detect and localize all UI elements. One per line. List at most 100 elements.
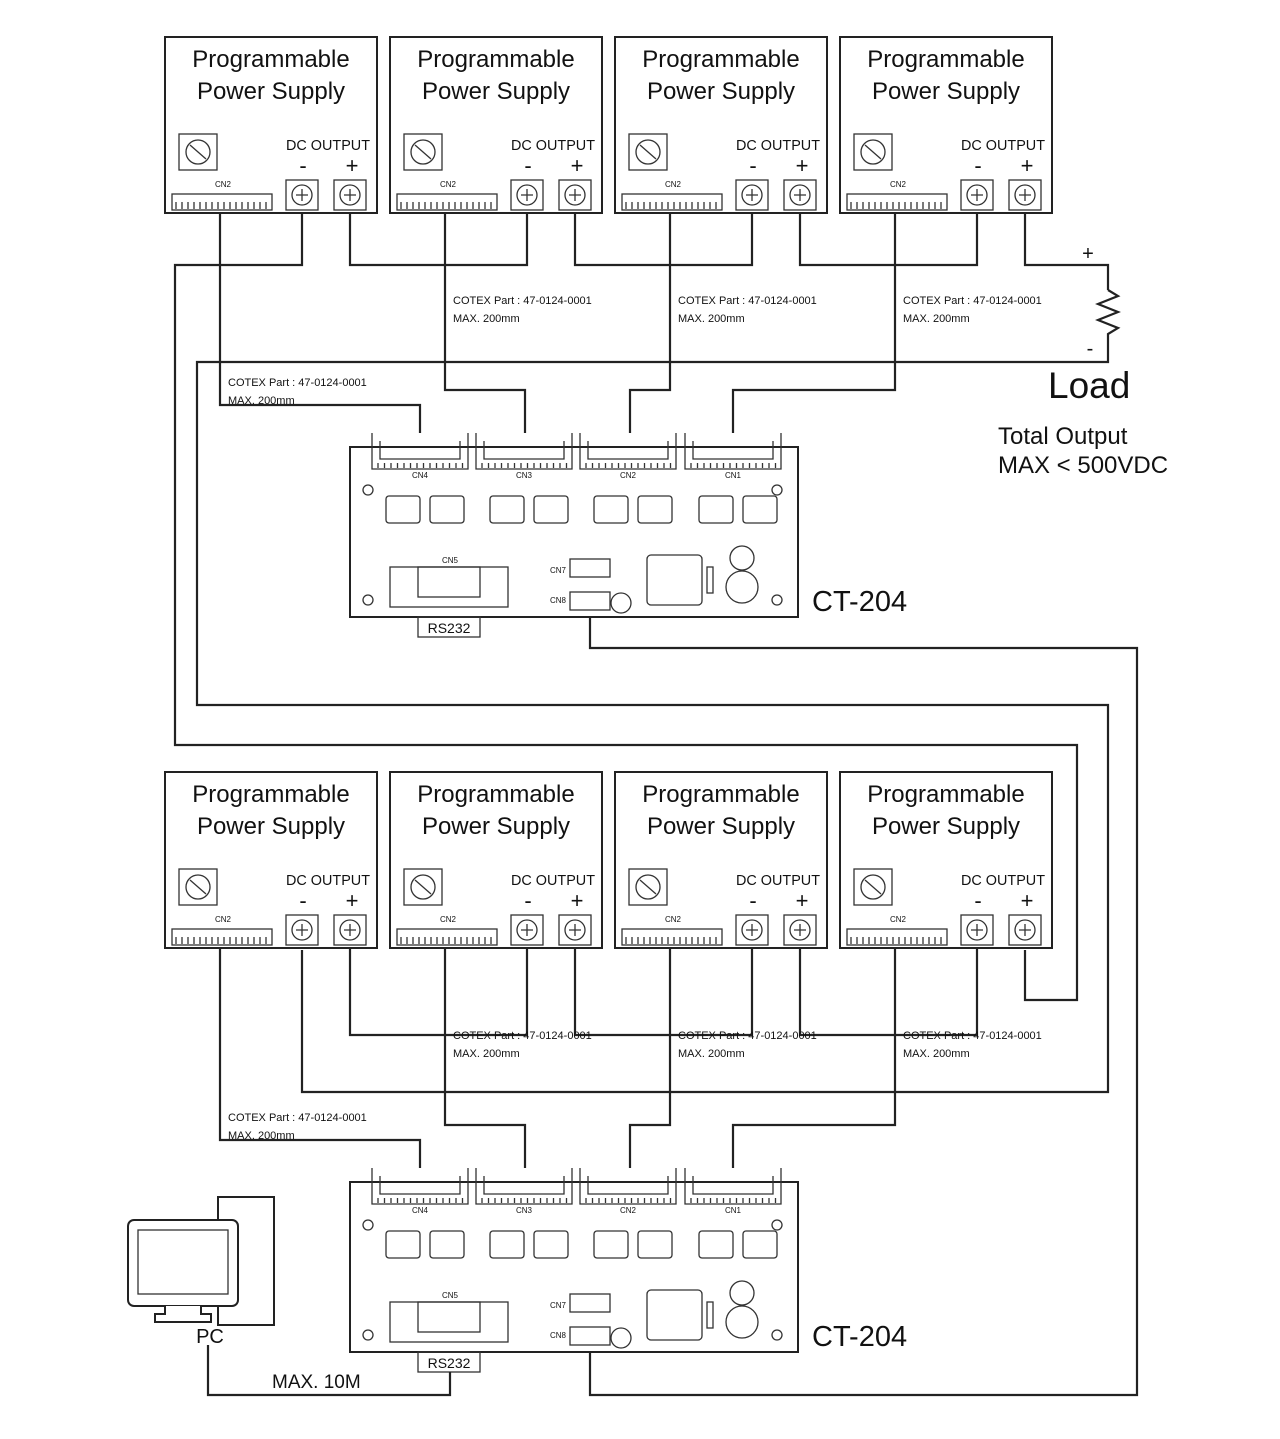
knob-icon bbox=[639, 879, 657, 895]
transformer-icon bbox=[646, 1289, 703, 1341]
power-supply-title: Programmable bbox=[642, 46, 799, 73]
knob-icon bbox=[414, 879, 432, 895]
chip-icon bbox=[533, 495, 569, 524]
knob-icon bbox=[860, 874, 886, 900]
cable-part-label: COTEX Part : 47-0124-0001 bbox=[903, 1030, 1042, 1042]
terminal-icon bbox=[741, 919, 763, 941]
chip-icon bbox=[489, 495, 525, 524]
cable-max-label: MAX. 200mm bbox=[678, 313, 745, 325]
chip-icon bbox=[429, 1230, 465, 1259]
terminal-icon bbox=[971, 189, 983, 201]
ribbon-connector bbox=[579, 1168, 677, 1205]
cable-max-label: MAX. 200mm bbox=[453, 1048, 520, 1060]
connector-label: CN8 bbox=[550, 1331, 567, 1340]
knob-icon bbox=[410, 139, 436, 165]
led-icon bbox=[610, 592, 632, 614]
mount-hole bbox=[771, 1219, 783, 1231]
minus-label: - bbox=[749, 153, 756, 178]
knob-icon bbox=[864, 879, 882, 895]
knob-icon bbox=[185, 139, 211, 165]
power-supply-title: Power Supply bbox=[872, 78, 1020, 105]
terminal-icon bbox=[741, 184, 763, 206]
power-supply-title: Power Supply bbox=[872, 813, 1020, 840]
ribbon-cable bbox=[443, 213, 527, 433]
terminal-icon bbox=[569, 189, 581, 201]
load-wire bbox=[195, 346, 1110, 1094]
power-supply-title: Power Supply bbox=[422, 813, 570, 840]
pc-stand bbox=[154, 1306, 212, 1323]
connector-label: CN2 bbox=[890, 915, 907, 924]
knob-icon bbox=[178, 133, 218, 171]
component-icon bbox=[706, 1301, 714, 1329]
cn8-connector bbox=[569, 1326, 611, 1346]
power-supply-box bbox=[839, 36, 1053, 214]
knob-icon bbox=[853, 133, 893, 171]
terminal-icon bbox=[344, 924, 356, 936]
ribbon-connector bbox=[371, 433, 469, 470]
power-supply-title: Power Supply bbox=[647, 78, 795, 105]
terminal-icon bbox=[1014, 919, 1036, 941]
ribbon-connector bbox=[475, 433, 573, 470]
plus-label: + bbox=[796, 888, 809, 913]
knob-icon bbox=[189, 879, 207, 895]
cable-max-label: MAX. 200mm bbox=[903, 313, 970, 325]
connector-label: CN3 bbox=[516, 1206, 533, 1215]
connector-label: CN2 bbox=[665, 180, 682, 189]
terminal-icon bbox=[966, 919, 988, 941]
dc-output-label: DC OUTPUT bbox=[511, 872, 595, 889]
load-label: Load bbox=[1048, 365, 1130, 406]
minus-label: - bbox=[749, 888, 756, 913]
power-supply-box bbox=[839, 771, 1053, 949]
plus-label: + bbox=[346, 153, 359, 178]
ribbon-cable bbox=[731, 948, 897, 1168]
ribbon-cable bbox=[218, 213, 422, 433]
power-supply-title: Power Supply bbox=[647, 813, 795, 840]
dc-output-label: DC OUTPUT bbox=[286, 137, 370, 154]
cable-part-label: COTEX Part : 47-0124-0001 bbox=[228, 1112, 367, 1124]
cn2-connector bbox=[621, 193, 723, 211]
terminal-icon bbox=[1019, 924, 1031, 936]
series-wire bbox=[573, 948, 754, 1037]
knob-icon bbox=[189, 144, 207, 160]
terminal-icon bbox=[296, 924, 308, 936]
connector-label: CN2 bbox=[215, 915, 232, 924]
terminal-icon bbox=[1008, 914, 1042, 946]
chip-icon bbox=[742, 1230, 778, 1259]
knob-icon bbox=[860, 139, 886, 165]
capacitor-icon bbox=[729, 545, 755, 571]
total-output-max-label: MAX < 500VDC bbox=[998, 452, 1168, 479]
connector-label: CN5 bbox=[442, 556, 459, 565]
pc-label: PC bbox=[196, 1326, 224, 1348]
board-name: CT-204 bbox=[812, 1321, 907, 1353]
mount-hole bbox=[362, 1329, 374, 1341]
power-supply-title: Programmable bbox=[417, 46, 574, 73]
ribbon-cable bbox=[628, 213, 672, 433]
terminal-icon bbox=[564, 919, 586, 941]
cable-max-label: MAX. 200mm bbox=[228, 1130, 295, 1142]
dc-output-label: DC OUTPUT bbox=[736, 872, 820, 889]
dc-output-label: DC OUTPUT bbox=[961, 872, 1045, 889]
connector-label: CN2 bbox=[890, 180, 907, 189]
pc-screen bbox=[137, 1229, 229, 1295]
terminal-icon bbox=[746, 189, 758, 201]
cable-max-label: MAX. 200mm bbox=[453, 313, 520, 325]
power-supply-title: Programmable bbox=[642, 781, 799, 808]
chip-icon bbox=[593, 1230, 629, 1259]
power-supply-title: Programmable bbox=[192, 46, 349, 73]
cn8-link-cable bbox=[588, 617, 1139, 1397]
connector-label: CN1 bbox=[725, 471, 742, 480]
resistor-icon bbox=[1095, 289, 1121, 346]
terminal-icon bbox=[521, 189, 533, 201]
connector-label: CN2 bbox=[440, 915, 457, 924]
terminal-icon bbox=[971, 924, 983, 936]
series-wire bbox=[798, 213, 979, 267]
pc-monitor bbox=[127, 1219, 239, 1307]
terminal-icon bbox=[794, 189, 806, 201]
cn2-connector bbox=[846, 193, 948, 211]
dc-output-label: DC OUTPUT bbox=[736, 137, 820, 154]
terminal-icon bbox=[339, 919, 361, 941]
total-output-label: Total Output bbox=[998, 423, 1128, 450]
